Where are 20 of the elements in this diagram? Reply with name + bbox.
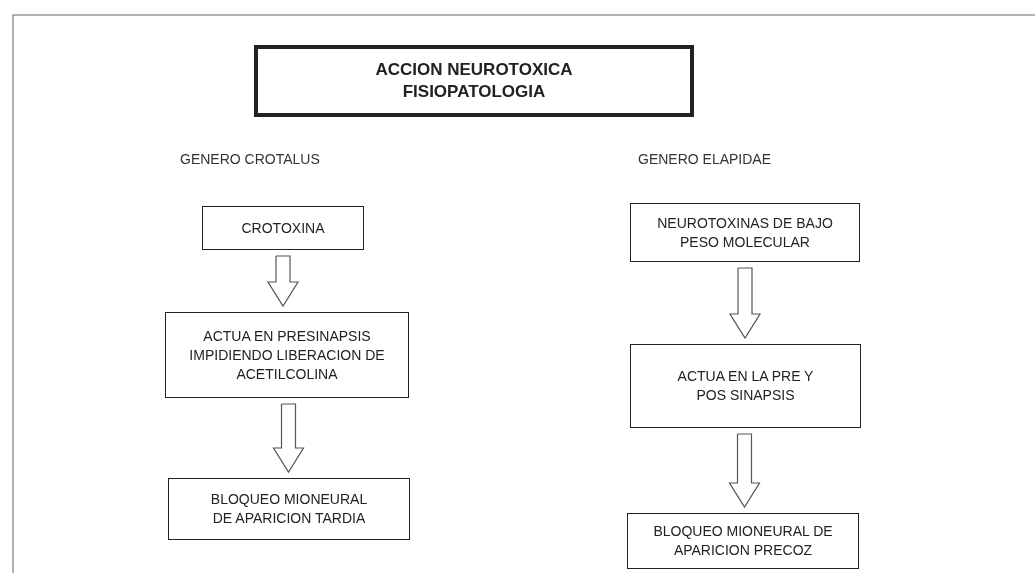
- process-box: [202, 206, 364, 250]
- box-text: NEUROTOXINAS DE BAJO PESO MOLECULAR: [656, 213, 834, 252]
- process-box: [630, 203, 860, 262]
- process-box: [627, 513, 859, 569]
- box-text: BLOQUEO MIONEURAL DE APARICION PRECOZ: [652, 522, 834, 560]
- box-text: BLOQUEO MIONEURAL DE APARICION TARDIA: [209, 490, 369, 528]
- hollow-arrow: [266, 255, 300, 308]
- box-text: CROTOXINA: [240, 218, 326, 238]
- box-text: ACTUA EN LA PRE Y POS SINAPSIS: [676, 367, 815, 405]
- group-heading: GENERO ELAPIDAE: [638, 151, 772, 167]
- group-heading: GENERO CROTALUS: [180, 151, 320, 167]
- title-box: [254, 45, 694, 117]
- box-text: ACTUA EN PRESINAPSIS IMPIDIENDO LIBERACION DE ACETILCOLINA: [188, 326, 386, 384]
- process-box: [168, 478, 410, 540]
- process-box: [630, 344, 861, 428]
- process-box: [165, 312, 409, 398]
- hollow-arrow: [728, 267, 762, 340]
- hollow-arrow: [272, 403, 305, 474]
- hollow-arrow: [728, 433, 761, 509]
- title-text: ACCION NEUROTOXICA FISIOPATOLOGIA: [374, 59, 574, 103]
